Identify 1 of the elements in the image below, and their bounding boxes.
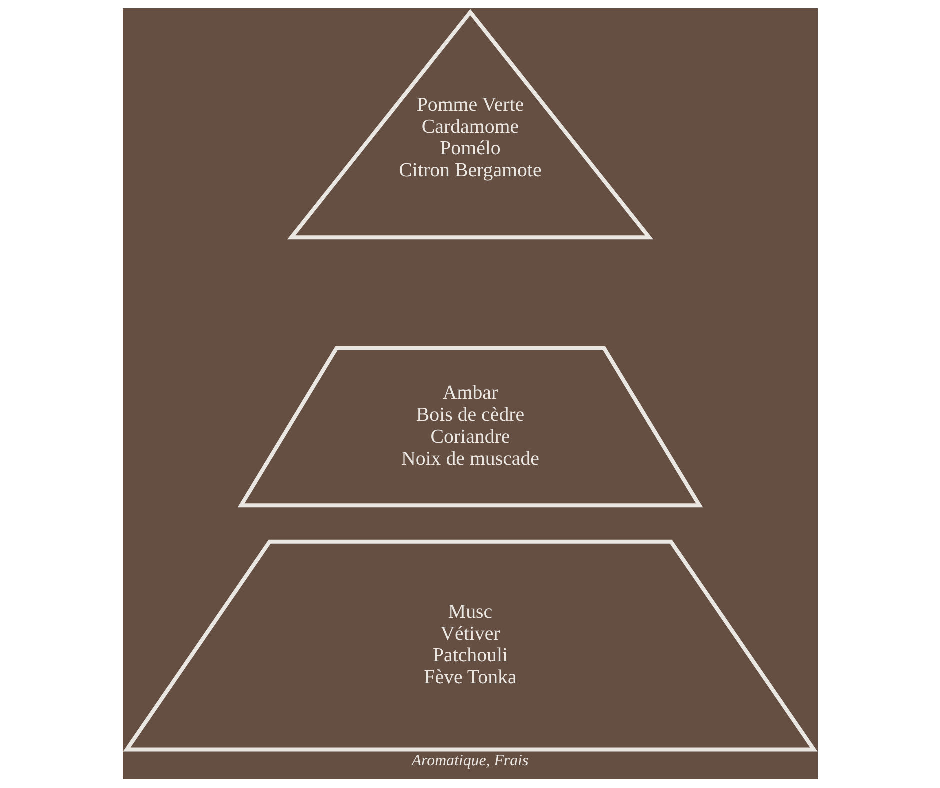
caption: Aromatique, Frais	[411, 752, 528, 770]
